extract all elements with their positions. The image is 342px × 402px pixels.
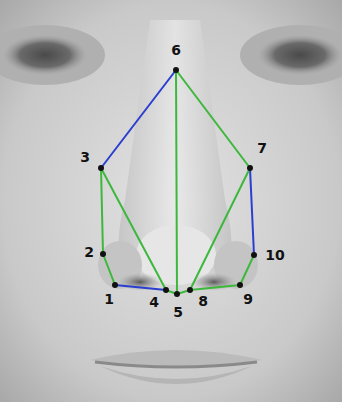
callout-number: 5: [172, 305, 184, 319]
callout-number: 10: [264, 248, 285, 262]
callout-number: 3: [79, 150, 91, 164]
callout-number: 9: [242, 292, 254, 306]
callout-number: 7: [256, 141, 268, 155]
callout-number: 6: [170, 43, 182, 57]
callout-number: 4: [148, 295, 160, 309]
callout-number: 8: [197, 294, 209, 308]
callout-number: 1: [103, 292, 115, 306]
callout-number: 2: [83, 245, 95, 259]
